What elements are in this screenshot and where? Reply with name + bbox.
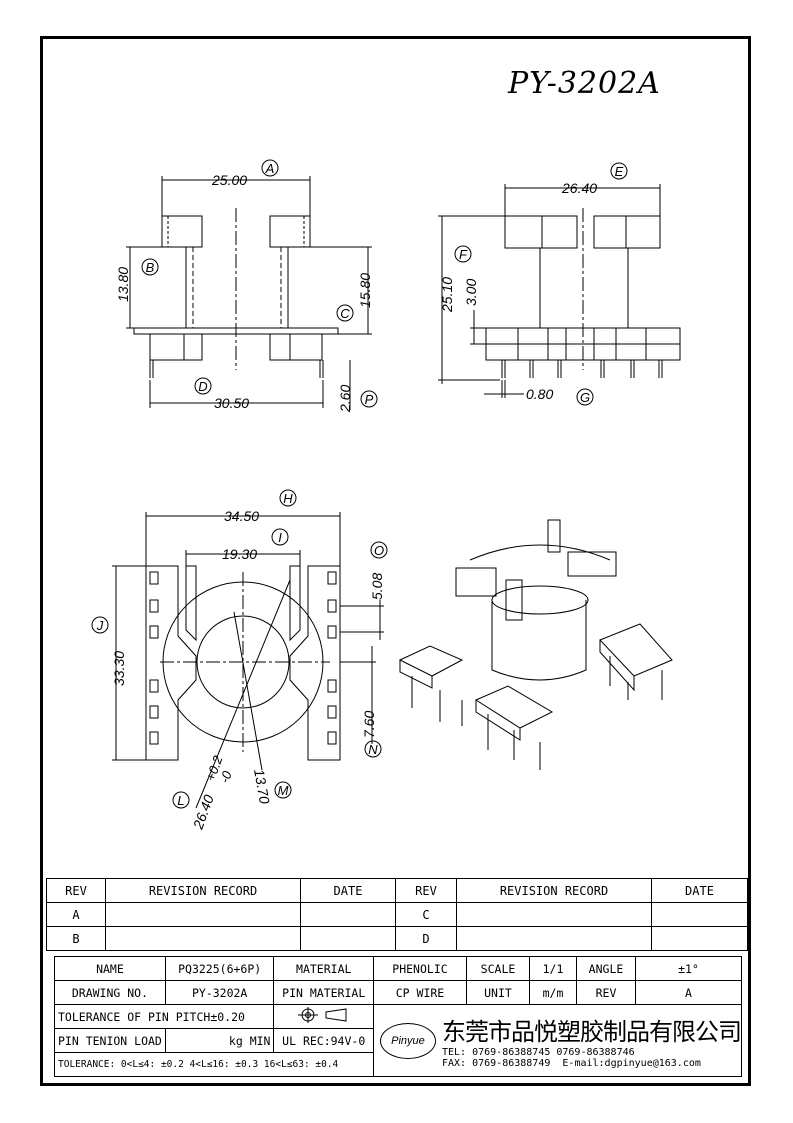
unit-label: UNIT bbox=[465, 980, 530, 1005]
label-o: O bbox=[374, 543, 384, 558]
dim-d-value: 30.50 bbox=[214, 395, 249, 411]
pin-material-value: CP WIRE bbox=[372, 980, 467, 1005]
title-block: NAME PQ3225(6+6P) MATERIAL PHENOLIC SCAL… bbox=[53, 956, 743, 1077]
dim-l-value: 26.40 bbox=[189, 792, 216, 832]
name-label: NAME bbox=[54, 956, 166, 981]
dim-c-value: 15.80 bbox=[357, 273, 373, 308]
record-cell bbox=[456, 902, 652, 927]
company-tel: TEL: 0769-86388745 0769-86388746 bbox=[441, 1047, 635, 1058]
dim-m-value: 13.70 bbox=[251, 768, 273, 805]
scale-value: 1/1 bbox=[528, 956, 577, 981]
ul-rec: UL REC:94V-0 bbox=[273, 1028, 374, 1053]
company-fax: FAX: 0769-86388749 bbox=[441, 1058, 551, 1069]
label-p: P bbox=[365, 392, 374, 407]
date-cell bbox=[651, 926, 748, 951]
date-header-2: DATE bbox=[651, 878, 748, 903]
unit-value: m/m bbox=[528, 980, 577, 1005]
drawing-title: PY-3202A bbox=[508, 66, 661, 101]
reference-letters bbox=[91, 159, 628, 809]
dim-i-value: 19.30 bbox=[222, 546, 257, 562]
record-cell bbox=[105, 902, 301, 927]
label-h: H bbox=[283, 491, 293, 506]
title-row-4: PIN TENION LOAD kg MIN UL REC:94V-0 bbox=[54, 1028, 742, 1053]
dim-e-value: 26.40 bbox=[561, 180, 597, 196]
rev-value: A bbox=[635, 980, 742, 1005]
dim-g-value: 0.80 bbox=[526, 386, 553, 402]
pad-column-left bbox=[149, 571, 159, 745]
bottom-view bbox=[112, 512, 384, 809]
label-n: N bbox=[368, 742, 378, 757]
date-cell bbox=[300, 926, 396, 951]
dim-n-value: 7.60 bbox=[361, 711, 377, 738]
rev-header: REV bbox=[46, 878, 106, 903]
company-email: E-mail:dgpinyue@163.com bbox=[562, 1058, 701, 1069]
rev-cell: C bbox=[395, 902, 457, 927]
record-cell bbox=[105, 926, 301, 951]
drawing-no-value: PY-3202A bbox=[164, 980, 275, 1005]
title-row-1: NAME PQ3225(6+6P) MATERIAL PHENOLIC SCAL… bbox=[54, 956, 742, 981]
drawing-frame bbox=[40, 36, 751, 1086]
label-l: L bbox=[177, 793, 184, 808]
record-header: REVISION RECORD bbox=[105, 878, 301, 903]
label-m: M bbox=[278, 783, 289, 798]
record-cell bbox=[456, 926, 652, 951]
rev-header-2: REV bbox=[395, 878, 457, 903]
dim-h-value: 34.50 bbox=[224, 508, 259, 524]
label-e: E bbox=[615, 164, 624, 179]
rev-cell: A bbox=[46, 902, 106, 927]
rev-cell: D bbox=[395, 926, 457, 951]
side-view bbox=[438, 184, 681, 398]
pin-tension-label: PIN TENION LOAD bbox=[54, 1028, 166, 1053]
front-view bbox=[126, 176, 372, 410]
revision-table: REV REVISION RECORD DATE REV REVISION RE… bbox=[46, 878, 748, 951]
company-cell: Pinyue 东莞市品悦塑胶制品有限公司 TEL: 0769-86388745 … bbox=[372, 1004, 743, 1077]
revision-row: B D bbox=[46, 926, 748, 951]
projection-symbol bbox=[273, 1004, 374, 1029]
pin-tension-unit: kg MIN bbox=[164, 1028, 275, 1053]
record-header-2: REVISION RECORD bbox=[456, 878, 652, 903]
company-logo: Pinyue bbox=[379, 1022, 436, 1059]
dim-f2-value: 3.00 bbox=[463, 279, 479, 306]
label-g: G bbox=[580, 390, 590, 405]
label-d: D bbox=[198, 379, 207, 394]
angle-value: ±1° bbox=[635, 956, 742, 981]
pad-column-right bbox=[327, 571, 337, 745]
label-a: A bbox=[265, 161, 275, 176]
material-label: MATERIAL bbox=[273, 956, 374, 981]
label-j: J bbox=[96, 618, 104, 633]
revision-header-row: REV REVISION RECORD DATE REV REVISION RE… bbox=[46, 878, 748, 903]
label-b: B bbox=[146, 260, 155, 275]
dim-p-value: 2.60 bbox=[337, 385, 353, 413]
general-tolerance: TOLERANCE: 0<L≤4: ±0.2 4<L≤16: ±0.3 16<L… bbox=[54, 1052, 374, 1077]
rev-cell: B bbox=[46, 926, 106, 951]
drawing-no-label: DRAWING NO. bbox=[54, 980, 166, 1005]
scale-label: SCALE bbox=[465, 956, 530, 981]
date-cell bbox=[300, 902, 396, 927]
dim-b-value: 13.80 bbox=[115, 267, 131, 302]
label-i: I bbox=[278, 530, 282, 545]
dim-l-tol-minus: -0 bbox=[217, 768, 235, 785]
rev-label: REV bbox=[575, 980, 637, 1005]
pin-material-label: PIN MATERIAL bbox=[273, 980, 374, 1005]
date-cell bbox=[651, 902, 748, 927]
date-header: DATE bbox=[300, 878, 396, 903]
dim-a-value: 25.00 bbox=[211, 172, 247, 188]
title-row-5: TOLERANCE: 0<L≤4: ±0.2 4<L≤16: ±0.3 16<L… bbox=[54, 1052, 742, 1077]
dim-f-value: 25.10 bbox=[439, 277, 455, 313]
isometric-view bbox=[398, 519, 673, 770]
revision-row: A C bbox=[46, 902, 748, 927]
title-row-3: TOLERANCE OF PIN PITCH±0.20 Pinyue 东莞市品悦… bbox=[53, 1004, 743, 1077]
dim-j-value: 33.30 bbox=[111, 651, 127, 686]
dim-o-value: 5.08 bbox=[369, 573, 385, 600]
label-f: F bbox=[459, 247, 468, 262]
name-value: PQ3225(6+6P) bbox=[164, 956, 275, 981]
material-value: PHENOLIC bbox=[372, 956, 467, 981]
company-name: 东莞市品悦塑胶制品有限公司 bbox=[441, 1018, 742, 1046]
angle-label: ANGLE bbox=[575, 956, 637, 981]
title-row-2: DRAWING NO. PY-3202A PIN MATERIAL CP WIR… bbox=[54, 980, 742, 1005]
pin-pitch-tolerance: TOLERANCE OF PIN PITCH±0.20 bbox=[53, 1004, 275, 1029]
label-c: C bbox=[340, 306, 350, 321]
